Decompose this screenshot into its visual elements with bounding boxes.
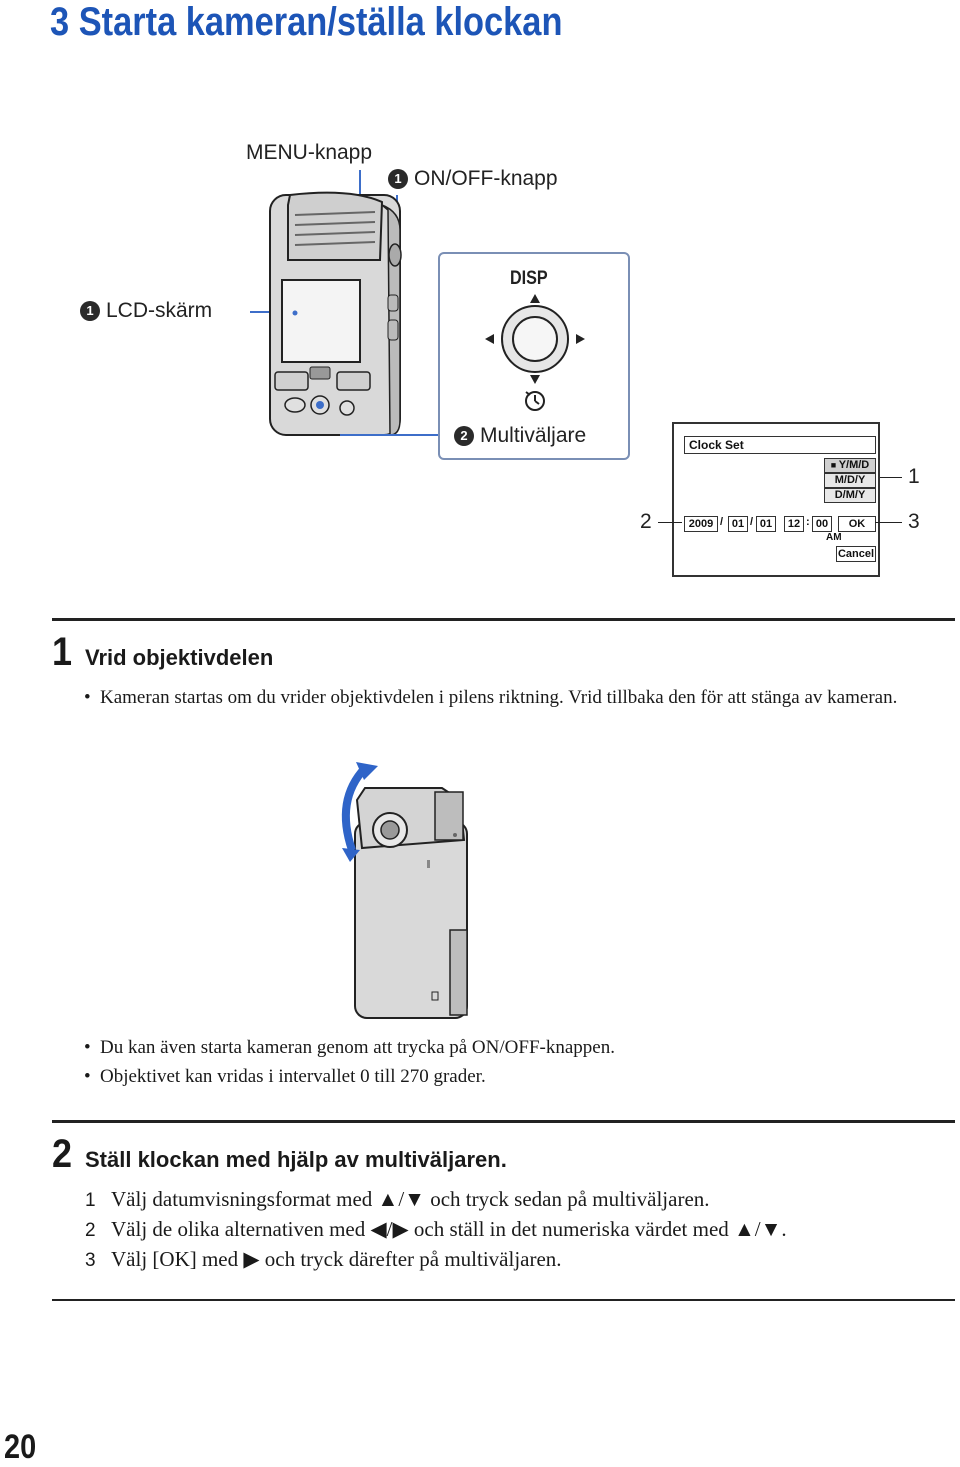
lcd-screen-callout: 1 LCD-skärm — [80, 299, 212, 323]
multi-selector-dial — [485, 294, 585, 411]
substep-item: 3 Välj [OK] med ▶ och tryck därefter på m… — [85, 1247, 562, 1272]
cancel-button[interactable]: Cancel — [836, 546, 876, 562]
format-option-ymd[interactable]: ■ Y/M/D — [824, 458, 876, 473]
substep-number: 2 — [85, 1220, 96, 1241]
left-arrow-icon — [485, 334, 494, 344]
disp-label: DISP — [510, 268, 548, 289]
on-off-button-label: ON/OFF-knapp — [414, 167, 558, 190]
menu-button-label: MENU-knapp — [246, 141, 373, 164]
clock-callout-3: 3 — [908, 510, 920, 533]
page-number: 20 — [4, 1428, 37, 1466]
bullet-text: Du kan även starta kameran genom att try… — [100, 1037, 615, 1058]
step-title: Vrid objektivdelen — [85, 645, 274, 670]
up-arrow-icon — [530, 294, 540, 303]
section-divider — [52, 1120, 955, 1123]
date-separator: / — [750, 516, 754, 528]
lcd-screen-label: LCD-skärm — [106, 299, 213, 322]
bullet-text: Objektivet kan vridas i intervallet 0 ti… — [100, 1066, 486, 1087]
page-title: 3 Starta kameran/ställa klockan — [50, 0, 563, 44]
hour-field[interactable]: 12 — [784, 516, 804, 532]
format-option-dmy[interactable]: D/M/Y — [824, 488, 876, 503]
clock-callout-line-1 — [880, 477, 902, 478]
callout-number-icon: 2 — [454, 426, 474, 446]
multi-selector-label: Multiväljare — [480, 424, 587, 447]
bullet-text: Kameran startas om du vrider objektivdel… — [100, 687, 898, 708]
section-divider — [52, 1299, 955, 1301]
bullet-item: •Objektivet kan vridas i intervallet 0 t… — [84, 1066, 486, 1087]
step-title: Ställ klockan med hjälp av multiväljaren… — [85, 1147, 507, 1172]
callout-number-icon: 1 — [388, 169, 408, 189]
clock-callout-line-2 — [658, 522, 682, 523]
ok-button[interactable]: OK — [838, 516, 876, 532]
substep-text: Välj de olika alternativen med ◀/▶ och s… — [111, 1217, 787, 1241]
format-option-ymd-label: Y/M/D — [838, 459, 870, 471]
substep-text: Välj [OK] med ▶ och tryck därefter på mu… — [111, 1247, 562, 1271]
clock-set-title-bar: Clock Set — [684, 436, 876, 454]
year-field[interactable]: 2009 — [684, 516, 718, 532]
substep-number: 1 — [85, 1190, 96, 1211]
right-arrow-icon — [576, 334, 585, 344]
clock-callout-2: 2 — [640, 510, 652, 533]
on-off-button-callout: 1 ON/OFF-knapp — [388, 167, 558, 191]
clock-set-screen: Clock Set ■ Y/M/D M/D/Y D/M/Y 2009 / 01 … — [672, 422, 880, 577]
multi-selector-inset: DISP 2 Multiväljare — [438, 252, 630, 460]
clock-callout-line-3 — [875, 522, 902, 523]
substep-number: 3 — [85, 1250, 96, 1271]
section-divider — [52, 618, 955, 621]
substep-item: 1 Välj datumvisningsformat med ▲/▼ och tr… — [85, 1187, 710, 1212]
format-option-mdy[interactable]: M/D/Y — [824, 473, 876, 488]
bullet-item: •Kameran startas om du vrider objektivde… — [84, 687, 898, 708]
multi-selector-callout: 2 Multiväljare — [454, 424, 586, 448]
month-field[interactable]: 01 — [728, 516, 748, 532]
camera-rotate-illustration — [341, 762, 468, 1019]
date-separator: / — [720, 516, 724, 528]
ampm-indicator: AM — [826, 532, 842, 543]
callout-number-icon: 1 — [80, 301, 100, 321]
clock-callout-1: 1 — [908, 465, 920, 488]
rotate-arrow-icon — [356, 762, 378, 780]
step-number: 2 — [52, 1132, 73, 1176]
minute-field[interactable]: 00 — [812, 516, 832, 532]
camera-front-illustration — [250, 170, 455, 436]
substep-item: 2 Välj de olika alternativen med ◀/▶ och … — [85, 1217, 787, 1242]
day-field[interactable]: 01 — [756, 516, 776, 532]
substep-text: Välj datumvisningsformat med ▲/▼ och try… — [111, 1187, 710, 1211]
bullet-item: •Du kan även starta kameran genom att tr… — [84, 1037, 615, 1058]
step-number: 1 — [52, 630, 73, 674]
down-arrow-icon — [530, 375, 540, 384]
time-separator: : — [806, 516, 810, 528]
